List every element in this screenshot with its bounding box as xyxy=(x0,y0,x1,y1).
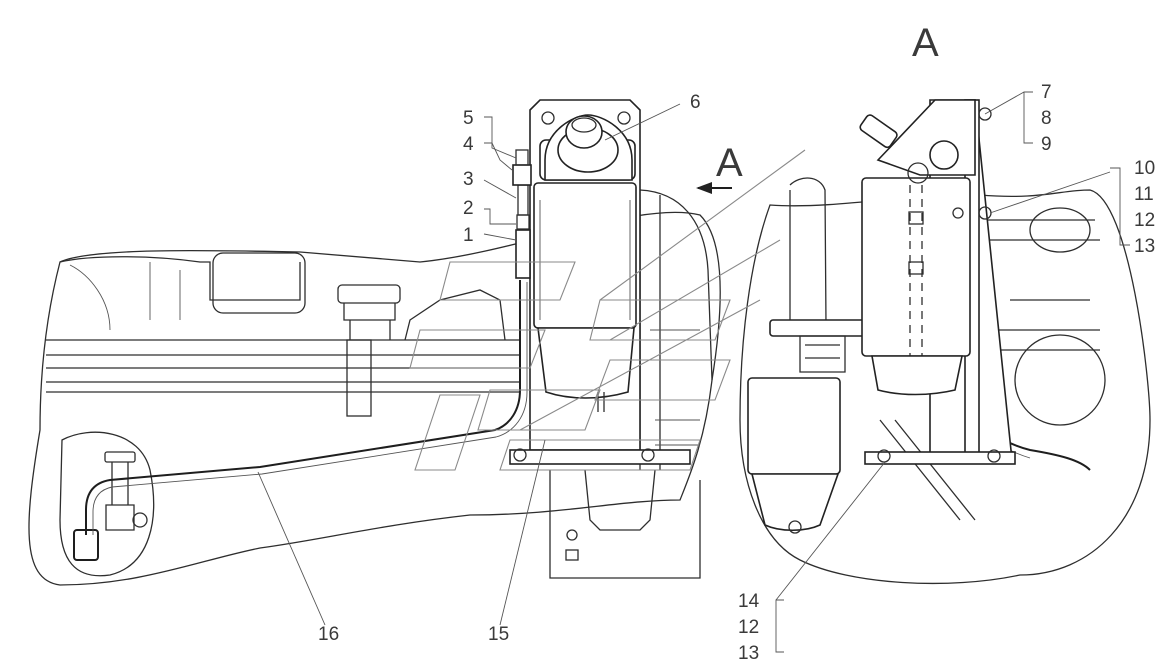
view-arrow-head xyxy=(696,182,712,194)
fitting-stack xyxy=(799,335,846,373)
engine-cover xyxy=(212,252,306,314)
right-view-outline xyxy=(739,189,1151,585)
valve-nut xyxy=(132,512,148,528)
callout-16: 16 xyxy=(318,624,339,645)
valve-cap xyxy=(104,451,136,463)
base-bolt-right xyxy=(641,448,655,462)
bolt-5 xyxy=(515,149,529,166)
right-view xyxy=(739,99,1151,585)
diagonal-strut xyxy=(879,419,976,521)
hand-pump-cap xyxy=(571,117,597,133)
callout-13: 13 xyxy=(1134,236,1155,257)
water-separator-bowl xyxy=(537,327,635,399)
watermark xyxy=(409,149,806,471)
drum-right-top xyxy=(1029,207,1091,253)
valve-stem xyxy=(105,462,135,531)
mount-body xyxy=(343,303,396,340)
drum-right xyxy=(1014,334,1106,426)
callout-6: 6 xyxy=(690,92,701,113)
sump-plug xyxy=(566,529,578,541)
valve-inset xyxy=(59,431,155,577)
bracket-base xyxy=(509,449,691,465)
leader-lines xyxy=(257,91,1130,653)
filter-canister xyxy=(533,182,637,329)
callout-12: 12 xyxy=(1134,210,1155,231)
side-base-bolt-2 xyxy=(987,449,1001,463)
base-bolt-left xyxy=(513,448,527,462)
secondary-drain xyxy=(788,520,802,534)
engine-housing xyxy=(59,256,301,301)
pump-lever xyxy=(859,114,898,149)
bolt-7 xyxy=(978,107,992,121)
pump-detail xyxy=(650,329,700,446)
fuel-line-16 xyxy=(85,280,521,535)
section-mark-a: A xyxy=(716,141,743,185)
fuel-line-16-inner xyxy=(92,282,528,535)
filter-canister-side xyxy=(861,177,971,357)
bolt-10b xyxy=(952,207,964,219)
secondary-filter xyxy=(747,377,841,475)
callout-4: 4 xyxy=(463,134,474,155)
nut-4 xyxy=(512,164,532,186)
spacer-2 xyxy=(516,214,530,230)
filter-head-bolt-left xyxy=(541,111,555,125)
secondary-filter-bowl xyxy=(750,473,840,532)
sensor-1 xyxy=(515,229,531,279)
callout-9: 9 xyxy=(1041,134,1052,155)
callout-11: 11 xyxy=(1134,184,1154,205)
callout-10: 10 xyxy=(1134,158,1155,179)
callout-5: 5 xyxy=(463,108,474,129)
frame-rail-lower xyxy=(46,381,520,393)
collar xyxy=(769,319,871,337)
sump xyxy=(549,469,701,579)
callout-3: 3 xyxy=(463,169,474,190)
engine-detail xyxy=(69,262,181,331)
callout-13b: 13 xyxy=(738,643,759,664)
head-port xyxy=(929,140,959,170)
sump-bolt xyxy=(565,549,579,561)
head-port-top xyxy=(907,162,929,184)
callout-12b: 12 xyxy=(738,617,759,638)
mount-cap xyxy=(337,284,401,304)
filter-head-bolt-right xyxy=(617,111,631,125)
manifold xyxy=(404,289,506,341)
callout-7: 7 xyxy=(1041,82,1052,103)
tube-mark-2 xyxy=(908,261,924,275)
view-title-a: A xyxy=(912,21,939,65)
callout-1: 1 xyxy=(463,225,474,246)
callout-2: 2 xyxy=(463,198,474,219)
callout-15: 15 xyxy=(488,624,509,645)
side-base xyxy=(864,451,1016,465)
labels: A A 5 4 3 2 1 6 7 8 9 10 11 12 13 14 12 … xyxy=(318,21,1155,664)
callout-8: 8 xyxy=(1041,108,1052,129)
tube-mark-1 xyxy=(908,211,924,225)
left-view-outline xyxy=(28,211,721,586)
pipe-vertical xyxy=(789,177,827,326)
frame-right xyxy=(985,219,1100,351)
callout-14: 14 xyxy=(738,591,760,612)
side-base-bolt xyxy=(877,449,891,463)
filter-assembly-front xyxy=(509,99,732,465)
mount-post xyxy=(346,339,372,417)
filter-bowl-side xyxy=(871,355,963,396)
tube-3 xyxy=(517,184,529,216)
left-view xyxy=(28,189,721,586)
frame-rail-upper xyxy=(46,339,520,369)
